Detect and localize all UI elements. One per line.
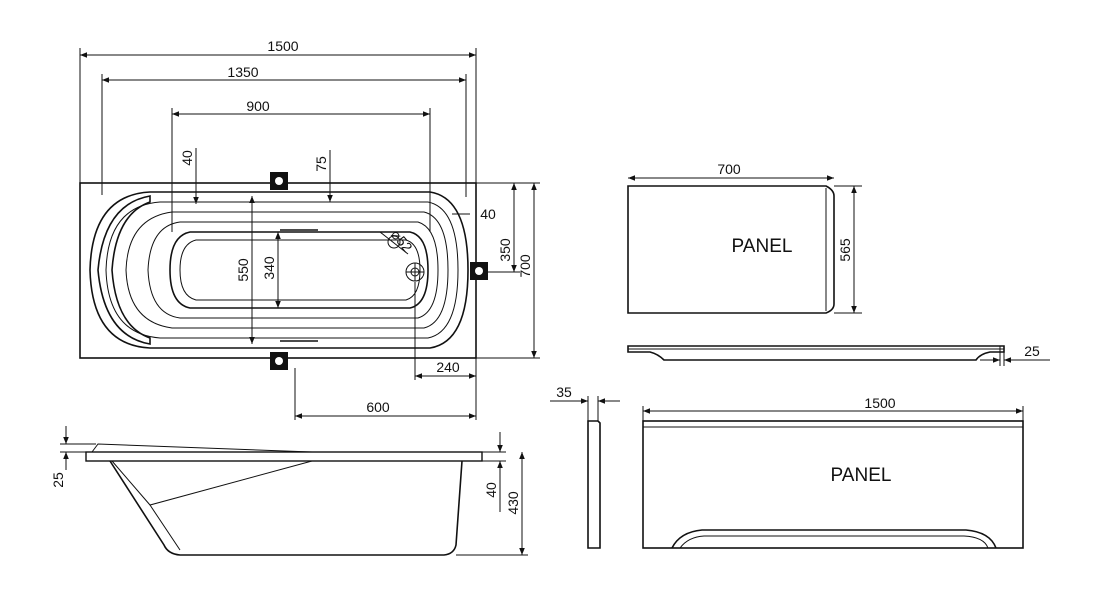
dim-side-panel-height: 565 [837,238,853,262]
dim-panel-lip: 25 [1024,343,1040,359]
tub-basin-inner [179,239,421,301]
dim-overall-width: 700 [517,254,533,278]
front-panel-cutout [671,529,997,549]
dim-rim-40-left: 40 [179,150,195,166]
tub-basin [169,231,429,309]
dim-rim-75: 75 [313,156,329,172]
dim-basin-width: 340 [261,256,277,280]
overflow-outer [387,235,401,249]
dim-inner-width: 550 [235,258,251,282]
dim-drain-offset: 240 [436,359,460,375]
front-panel-profile [587,420,601,549]
side-panel-view: PANEL 700 565 25 [627,161,1050,366]
dim-front-panel-length: 1500 [864,395,895,411]
dim-side-height: 430 [505,491,521,515]
side-view: 25 40 430 [50,426,528,556]
dim-leg-offset: 600 [366,399,390,415]
dim-front-panel-thickness: 35 [556,384,572,400]
leg-right [470,262,488,280]
top-view: 1500 1350 900 40 75 40 550 340 ⌀52 350 [79,38,540,420]
side-headrest [91,443,313,453]
dim-drain-diameter: ⌀52 [388,226,416,255]
tub-bowl-ring-2 [125,211,449,329]
dim-basin-length: 900 [246,98,270,114]
dim-rim-40-right: 40 [480,206,496,222]
tub-bowl-ring [105,201,459,339]
front-panel-label: PANEL [831,465,892,486]
front-panel-view: 35 PANEL 1500 [550,384,1024,549]
dim-side-40: 40 [483,482,499,498]
side-panel-outline [627,185,835,314]
side-panel-profile [627,345,1005,361]
tub-basin-outer [147,221,439,319]
side-panel-label: PANEL [732,236,793,257]
tub-bowl-outer [89,191,469,349]
side-rim [85,451,483,462]
side-body [109,460,463,556]
dim-overall-length: 1500 [267,38,298,54]
front-panel-outline [642,420,1024,549]
dim-center-width: 350 [497,238,513,262]
leg-top [270,172,288,190]
dim-side-panel-width: 700 [717,161,741,177]
dim-side-25: 25 [50,472,66,488]
side-body-inner [111,460,313,506]
leg-bottom [270,352,288,370]
headrest [97,195,151,345]
dim-inner-length: 1350 [227,64,258,80]
